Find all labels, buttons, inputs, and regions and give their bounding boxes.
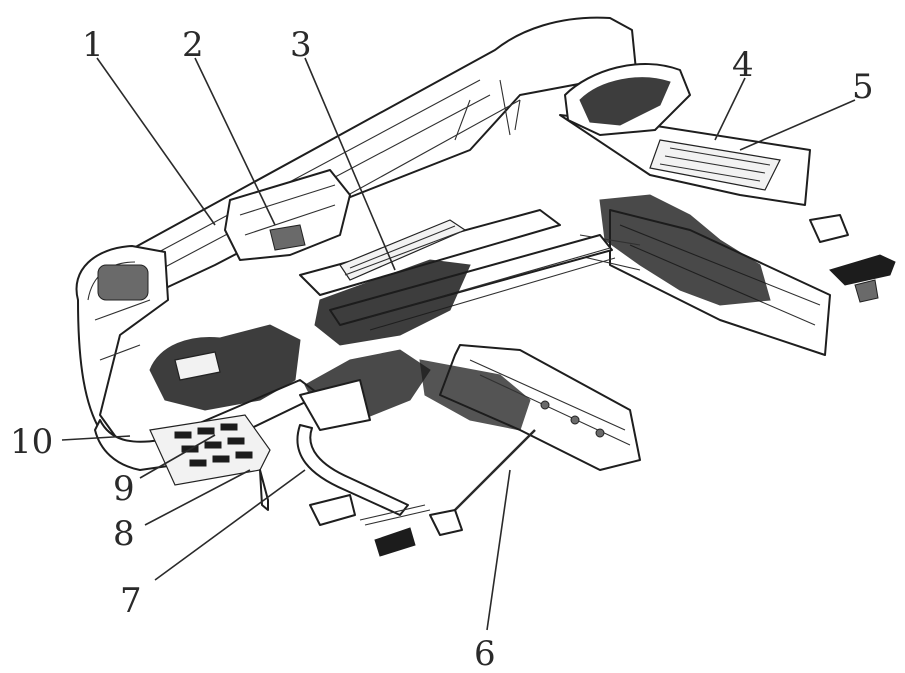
callout-9: 9 (113, 469, 135, 509)
upper-bracket (224, 169, 351, 261)
callouts: 1 2 3 4 5 6 7 8 9 10 (10, 25, 874, 673)
callout-4: 4 (732, 45, 754, 85)
leader-5 (739, 99, 856, 151)
front-tow-hook (829, 254, 896, 286)
callout-6: 6 (474, 634, 496, 673)
leader-2 (194, 57, 276, 226)
leader-9 (139, 434, 216, 479)
step-plate-pattern (174, 423, 253, 467)
callout-8: 8 (113, 514, 135, 554)
linkage-rod (444, 429, 536, 521)
leader-8 (144, 469, 251, 526)
leader-10 (61, 435, 131, 441)
rear-mechanism (149, 324, 301, 411)
front-suspension-block (599, 194, 771, 306)
leader-4 (714, 77, 746, 141)
callout-1: 1 (82, 25, 104, 65)
callout-7: 7 (120, 581, 142, 621)
leader-7 (154, 469, 306, 581)
rear-tow-hook (374, 527, 416, 557)
rear-bracket (309, 494, 356, 526)
center-crossmember (314, 259, 471, 346)
chassis-drawing (75, 16, 896, 557)
callout-10: 10 (10, 422, 53, 462)
callout-2: 2 (182, 25, 204, 65)
leader-6 (486, 469, 511, 631)
rear-step-plate (149, 414, 271, 486)
leader-3 (304, 57, 396, 271)
callout-3: 3 (290, 25, 312, 65)
exhaust-pipe (296, 424, 409, 516)
leader-1 (96, 57, 216, 226)
callout-5: 5 (852, 67, 874, 107)
leader-lines (61, 57, 856, 631)
